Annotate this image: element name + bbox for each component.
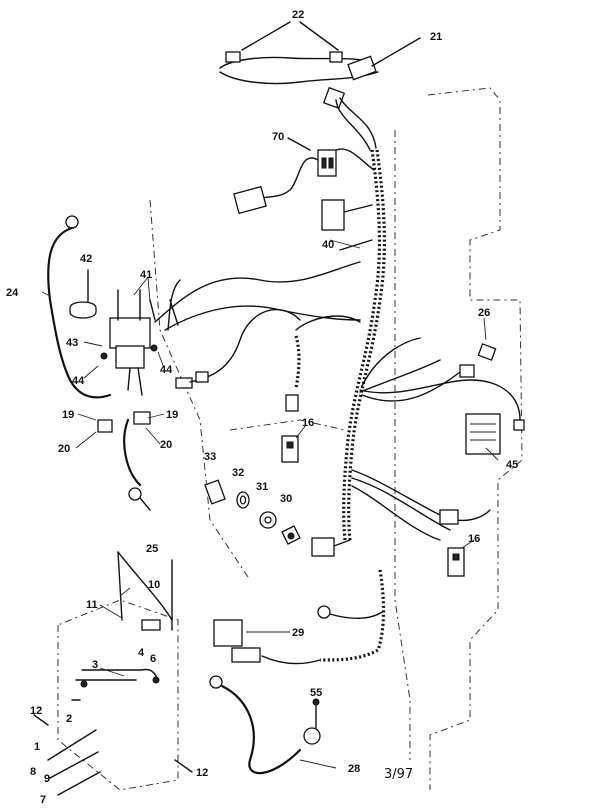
callout-26: 26 xyxy=(478,307,490,319)
callout-33: 33 xyxy=(204,451,216,463)
callout-42: 42 xyxy=(80,253,92,265)
callout-12-left: 12 xyxy=(30,705,42,717)
callout-12-right: 12 xyxy=(196,767,208,779)
callout-20-left: 20 xyxy=(58,443,70,455)
lower-left-bracket xyxy=(33,551,193,796)
chassis-outline xyxy=(57,87,523,791)
callout-9: 9 xyxy=(44,773,50,785)
callout-4: 4 xyxy=(138,647,145,659)
callout-19-left: 19 xyxy=(62,409,74,421)
solenoid-wires xyxy=(154,261,361,389)
callout-11: 11 xyxy=(86,599,98,611)
callout-55: 55 xyxy=(310,687,322,699)
callout-16-upper: 16 xyxy=(302,417,314,429)
upper-harness-22-21 xyxy=(219,21,421,151)
callout-40: 40 xyxy=(322,239,334,251)
date-code: 3/97 xyxy=(384,767,413,782)
relay-29 xyxy=(213,569,386,665)
callout-10: 10 xyxy=(148,579,160,591)
callout-45: 45 xyxy=(506,459,518,471)
callout-2: 2 xyxy=(66,713,72,725)
callout-31: 31 xyxy=(256,481,268,493)
callout-29: 29 xyxy=(292,627,304,639)
connector-70 xyxy=(233,137,375,231)
callout-20-right: 20 xyxy=(160,439,172,451)
callout-21: 21 xyxy=(430,31,442,43)
ground-cable-28 xyxy=(209,675,321,775)
right-wiring xyxy=(359,337,525,455)
callout-44-right: 44 xyxy=(160,364,173,376)
solenoid-assembly-41-43 xyxy=(47,215,158,511)
callout-43: 43 xyxy=(66,337,78,349)
main-coiled-loom-40 xyxy=(339,149,387,541)
callout-19-right: 19 xyxy=(166,409,178,421)
callout-32: 32 xyxy=(232,467,244,479)
leader-lines xyxy=(41,239,499,769)
callout-labels: 22 21 70 40 42 41 24 26 43 44 44 19 19 1… xyxy=(6,9,518,806)
callout-6: 6 xyxy=(150,653,156,665)
callout-1: 1 xyxy=(34,741,40,753)
small-parts-30-33 xyxy=(204,479,301,545)
callout-16-lower: 16 xyxy=(468,533,480,545)
callout-44-left: 44 xyxy=(72,375,85,387)
callout-30: 30 xyxy=(280,493,292,505)
callout-70: 70 xyxy=(272,131,284,143)
callout-22: 22 xyxy=(292,9,304,21)
callout-28: 28 xyxy=(348,763,360,775)
callout-41: 41 xyxy=(140,269,152,281)
callout-8: 8 xyxy=(30,766,36,778)
callout-7: 7 xyxy=(40,794,46,806)
callout-25: 25 xyxy=(146,543,158,555)
lower-right-bundle xyxy=(311,469,491,557)
callout-24: 24 xyxy=(6,287,19,299)
callout-3: 3 xyxy=(92,659,98,671)
mini-loom xyxy=(281,315,465,577)
